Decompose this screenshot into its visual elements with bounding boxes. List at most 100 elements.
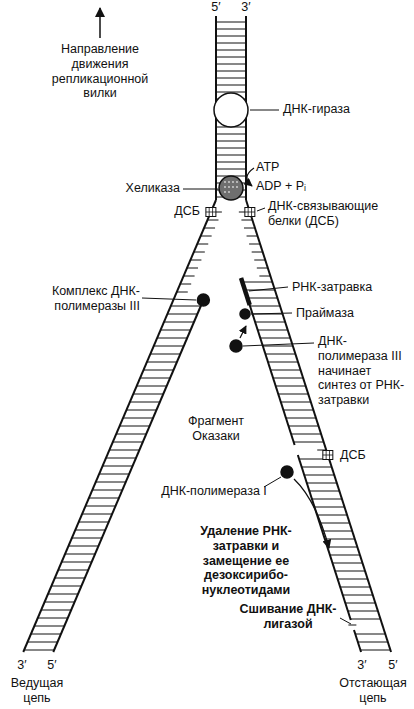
base-pair (350, 619, 380, 620)
base-pair (96, 482, 126, 483)
base-pair (322, 531, 352, 532)
label-text: Фрагмент Оказаки (172, 414, 260, 444)
base-pair (164, 322, 194, 323)
base-pair (216, 141, 246, 142)
base-pair (340, 587, 370, 588)
base-pair (317, 515, 347, 516)
base-pair (294, 442, 324, 443)
unpaired-base (194, 252, 205, 253)
base-pair (123, 418, 153, 419)
unpaired-base (254, 260, 265, 261)
label-text: Сшивание ДНК-лигазой (238, 602, 338, 632)
base-pair (216, 85, 246, 86)
leader-line (257, 208, 265, 211)
base-pair (150, 354, 180, 355)
base-pair (48, 594, 78, 595)
unpaired-base (207, 220, 218, 221)
ssb-protein (323, 451, 333, 460)
label-text: ДНК-полимераза III начинает синтез от РН… (318, 334, 412, 408)
base-pair (273, 378, 303, 379)
unpaired-base (249, 244, 260, 245)
label-text: ATP (256, 160, 296, 175)
helicase-stipple (232, 186, 234, 188)
base-pair (216, 155, 246, 156)
base-pair (41, 610, 71, 611)
ligation-nick (348, 625, 356, 626)
leading-strand (53, 300, 203, 652)
leader-line (340, 618, 351, 624)
base-pair (263, 346, 293, 347)
base-pair (216, 71, 246, 72)
base-pair (157, 338, 187, 339)
base-pair (31, 634, 61, 635)
base-pair (216, 50, 246, 51)
label-text: 3′ (354, 658, 370, 673)
base-pair (289, 426, 319, 427)
base-pair (268, 362, 298, 363)
label-text: Праймаза (296, 306, 406, 321)
base-pair (242, 282, 272, 283)
ssb-hatch (248, 208, 249, 217)
leading-template-strand (23, 200, 216, 652)
leader-line (250, 110, 279, 111)
base-pair (216, 22, 246, 23)
synthesis-arrow (240, 326, 246, 338)
label-text: 5′ (44, 658, 60, 673)
unpaired-base (257, 268, 268, 269)
helicase-stipple (228, 191, 230, 193)
unpaired-base (244, 228, 255, 229)
base-pair (327, 547, 357, 548)
base-pair (216, 43, 246, 44)
base-pair (65, 554, 95, 555)
base-pair (167, 314, 197, 315)
base-pair (276, 386, 306, 387)
unpaired-base (187, 268, 198, 269)
base-pair (133, 394, 163, 395)
base-pair (291, 434, 321, 435)
helicase (219, 176, 243, 200)
base-pair (126, 410, 156, 411)
base-pair (358, 642, 388, 643)
base-pair (216, 29, 246, 30)
base-pair (304, 475, 334, 476)
helicase-stipple (224, 186, 226, 188)
base-pair (62, 562, 92, 563)
base-pair (171, 306, 201, 307)
base-pair (216, 148, 246, 149)
base-pair (45, 602, 75, 603)
dna-gyrase (214, 93, 248, 127)
label-text: Удаление РНК-затравки и замещение ее дез… (188, 524, 304, 598)
label-text: Отстающая цепь (335, 676, 411, 706)
helicase-stipple (232, 181, 234, 183)
ssb-hatch (245, 212, 255, 213)
base-pair (320, 523, 350, 524)
dna-polymerase-i (281, 466, 293, 478)
base-pair (24, 650, 54, 651)
label-text: 3′ (238, 0, 254, 15)
base-pair (355, 634, 385, 635)
base-pair (216, 64, 246, 65)
base-pair (82, 514, 112, 515)
unpaired-base (180, 284, 191, 285)
base-pair (144, 370, 174, 371)
base-pair (68, 546, 98, 547)
base-pair (86, 506, 116, 507)
base-pair (38, 618, 68, 619)
base-pair (51, 586, 81, 587)
base-pair (343, 595, 373, 596)
base-pair (130, 402, 160, 403)
primer-removal-arrow (294, 479, 329, 548)
base-pair (250, 306, 280, 307)
helicase-stipple (228, 181, 230, 183)
base-pair (345, 603, 375, 604)
base-pair (271, 370, 301, 371)
base-pair (335, 571, 365, 572)
leader-line (142, 298, 196, 300)
leader-line (251, 313, 292, 314)
ssb-protein (245, 208, 255, 217)
base-pair (75, 530, 105, 531)
base-pair (255, 322, 285, 323)
dna-polymerase-iii-complex (197, 294, 209, 306)
ssb-hatch (326, 451, 327, 460)
